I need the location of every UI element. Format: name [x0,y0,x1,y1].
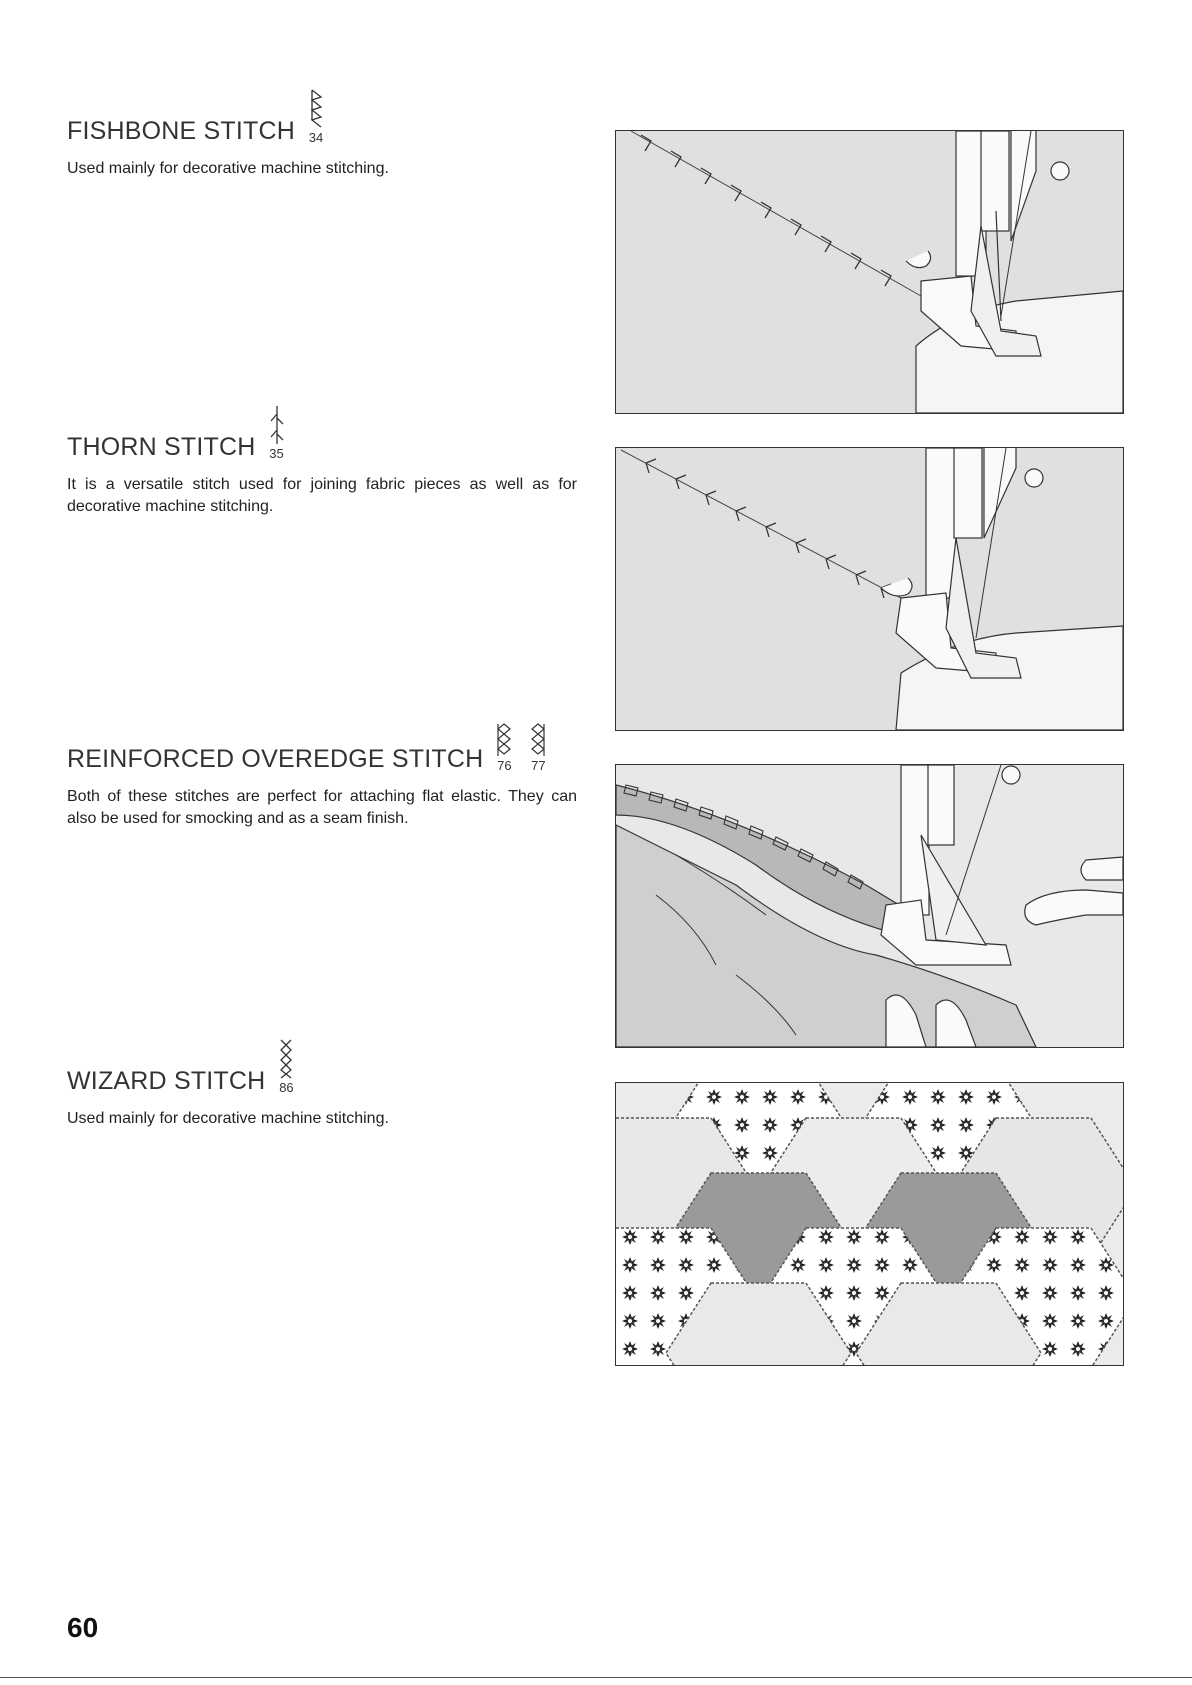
illustration-hexagon-quilt [615,1082,1124,1366]
wizard-stitch-icon [280,1039,293,1079]
section-description: Used mainly for decorative machine stitc… [67,1110,389,1127]
overedge-stitch-icon [497,723,512,756]
thorn-stitch-icon [270,406,283,444]
section-thorn: THORN STITCH 35 It is a versatile stitch… [67,404,577,518]
overedge-stitch-alt-icon [531,723,546,756]
stitch-number: 77 [531,758,546,773]
section-description: Used mainly for decorative machine stitc… [67,160,389,177]
stitch-symbol: 86 [277,1038,295,1094]
fishbone-stitch-icon [310,89,323,128]
section-reinforced-overedge: REINFORCED OVEREDGE STITCH 76 77 Both of… [67,722,577,830]
section-title: WIZARD STITCH [67,1067,266,1095]
illustration-overedge-elastic [615,764,1124,1048]
bottom-rule [0,1677,1192,1678]
stitch-number: 76 [497,758,512,773]
section-description: It is a versatile stitch used for joinin… [67,476,577,515]
section-fishbone: FISHBONE STITCH 34 Used mainly for decor… [67,88,577,180]
stitch-number: 86 [279,1080,294,1095]
section-wizard: WIZARD STITCH 86 Used mainly for decorat… [67,1038,577,1130]
page-number: 60 [67,1612,99,1643]
stitch-symbol: 35 [268,404,286,460]
illustration-fishbone-sewing [615,130,1124,414]
stitch-number: 35 [269,446,284,461]
stitch-symbol: 77 [529,722,547,772]
stitch-symbol: 76 [495,722,513,772]
section-description: Both of these stitches are perfect for a… [67,788,577,827]
illustration-thorn-sewing [615,447,1124,731]
stitch-number: 34 [308,130,324,145]
stitch-symbol: 34 [307,88,325,144]
section-title: REINFORCED OVEREDGE STITCH [67,745,484,773]
section-title: THORN STITCH [67,433,256,461]
section-title: FISHBONE STITCH [67,117,296,145]
